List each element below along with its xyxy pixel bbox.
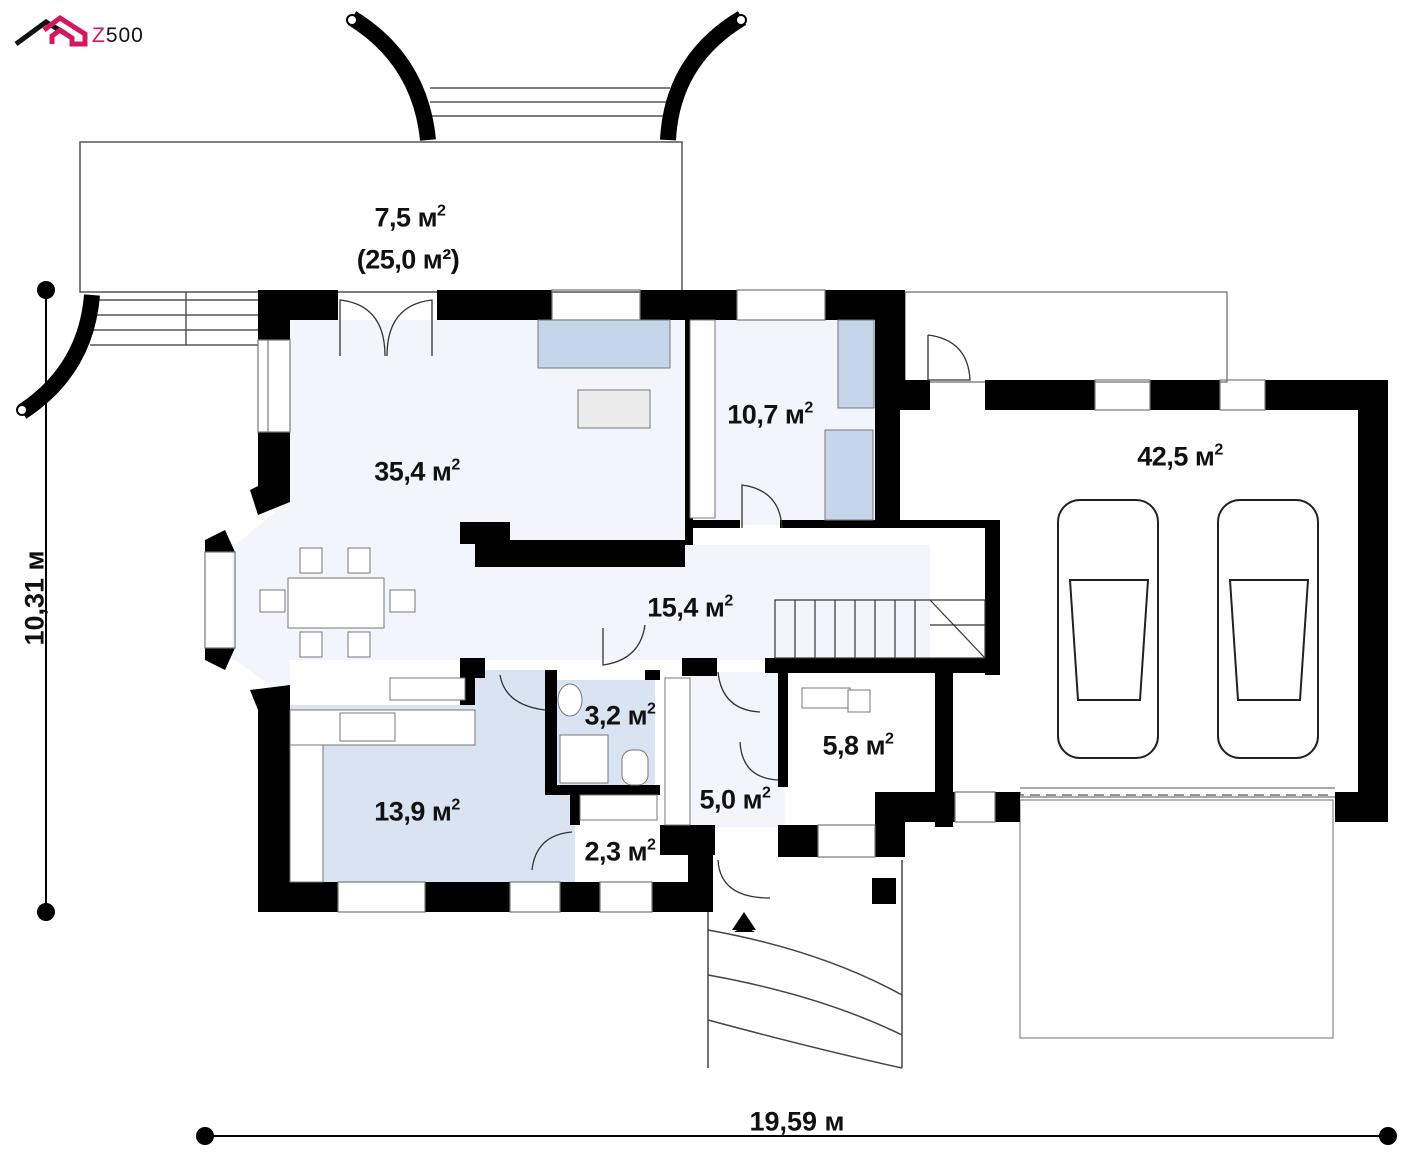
dimension-width: 19,59 м xyxy=(749,1106,845,1137)
room-area-garage: 42,5 м2 xyxy=(1137,441,1223,472)
curved-walls xyxy=(17,11,747,419)
room-area-terrace: 7,5 м2 xyxy=(374,202,446,233)
logo-icon xyxy=(14,14,88,47)
windows xyxy=(204,289,1335,913)
furniture xyxy=(259,319,875,883)
terrace-steps xyxy=(90,87,670,346)
room-area-kitchen: 13,9 м2 xyxy=(374,796,460,827)
room-area-office: 10,7 м2 xyxy=(727,399,813,430)
room-area-bathroom: 3,2 м2 xyxy=(584,700,656,731)
dimension-lines xyxy=(37,281,1397,1145)
logo-text: Z500 xyxy=(92,24,144,47)
room-area-hall: 15,4 м2 xyxy=(647,592,733,623)
walls xyxy=(205,290,1388,912)
room-area-boiler: 5,8 м2 xyxy=(822,730,894,761)
doors xyxy=(339,299,971,899)
dimension-height: 10,31 м xyxy=(19,550,50,646)
terrace-outline xyxy=(79,141,683,293)
cars xyxy=(1057,499,1319,759)
room-area-pantry: 2,3 м2 xyxy=(584,836,656,867)
room-area-vestibule: 5,0 м2 xyxy=(699,784,771,815)
room-area-terrace-total: (25,0 м²) xyxy=(356,244,460,275)
room-area-living: 35,4 м2 xyxy=(374,456,460,487)
driveway xyxy=(1019,799,1334,1039)
entry-steps xyxy=(707,860,903,1069)
stairs xyxy=(774,599,986,659)
